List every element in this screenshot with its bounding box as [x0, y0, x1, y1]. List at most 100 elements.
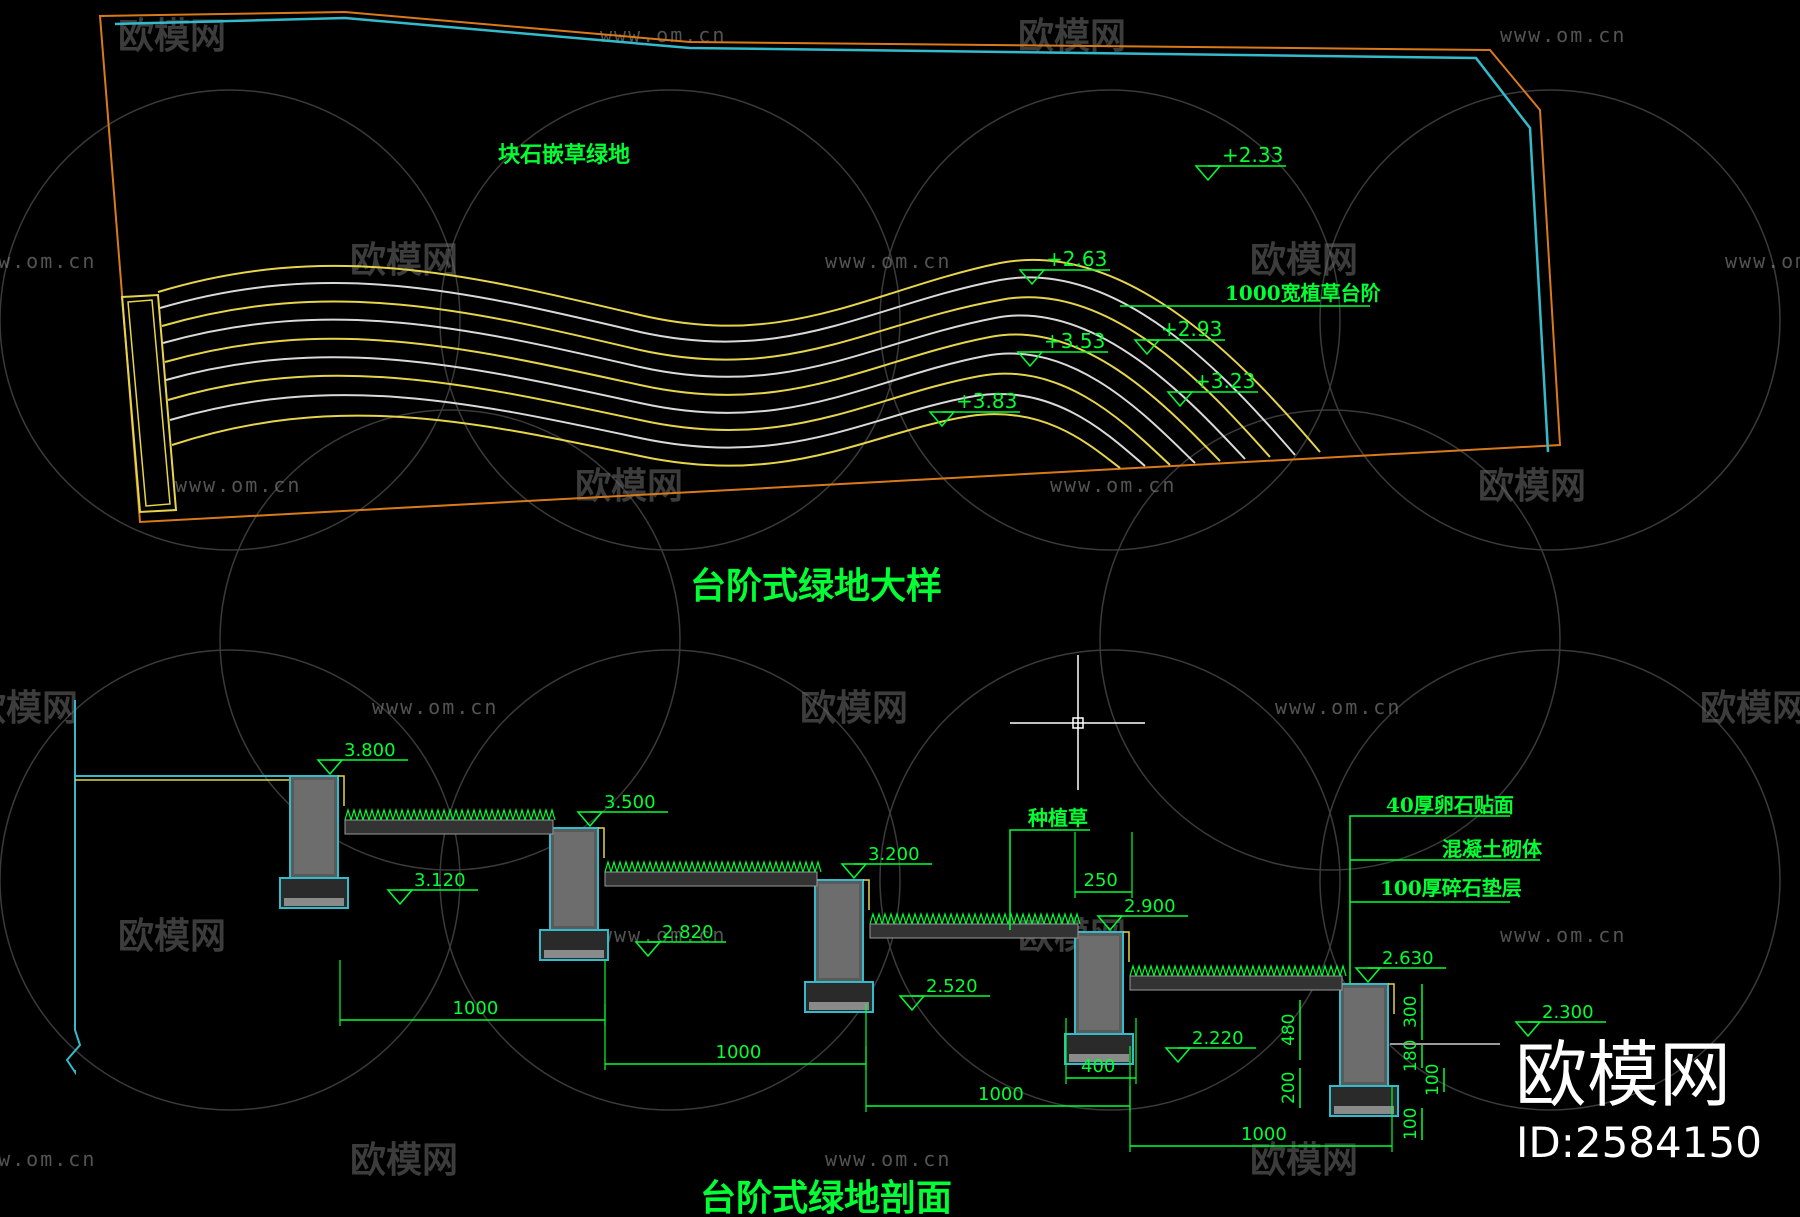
section-elevation-marker: 2.300 — [1514, 1002, 1606, 1038]
elevation-value: +3.83 — [956, 389, 1017, 413]
elevation-value: 2.820 — [662, 922, 714, 943]
grass-strip — [604, 859, 822, 887]
watermark-url-text: www.om.cn — [1050, 473, 1176, 497]
wall-gravel-bed — [1069, 1054, 1129, 1062]
plan-title: 台阶式绿地大样 — [690, 565, 942, 607]
retaining-wall — [1329, 983, 1399, 1117]
wall-infill — [1344, 988, 1384, 1082]
elevation-value: 2.520 — [926, 976, 978, 997]
retaining-wall — [804, 879, 874, 1013]
elevation-value: 2.630 — [1382, 948, 1434, 969]
dimension-horizontal: 1000 — [865, 1046, 1131, 1112]
section-leaders — [1009, 815, 1540, 985]
section-layer-label-3: 100厚碎石垫层 — [1380, 876, 1522, 900]
plan-elevation-marker: +2.93 — [1133, 317, 1225, 356]
section-elevation-marker: 2.900 — [1096, 896, 1188, 932]
dim-value: 100 — [1401, 1108, 1421, 1140]
dimension-vertical: 300 — [1401, 984, 1423, 1040]
soil-hatch — [869, 923, 1079, 939]
elevation-value: +3.53 — [1044, 329, 1105, 353]
section-layer-label-1: 40厚卵石贴面 — [1386, 793, 1514, 817]
section-walls — [279, 775, 1399, 1117]
brand-name: 欧模网 — [1515, 1033, 1731, 1117]
watermark-arcs — [0, 89, 1781, 1111]
section-title: 台阶式绿地剖面 — [700, 1177, 952, 1217]
watermark-url-text: www.om.cn — [0, 249, 96, 273]
plan-elevation-marker: +3.83 — [928, 389, 1020, 428]
grass-strip — [1129, 963, 1347, 991]
retaining-wall — [539, 827, 609, 961]
watermark-url-text: www.om.cn — [372, 695, 498, 719]
dimension-vertical: 180 — [1401, 1040, 1423, 1072]
section-elevation-marker: 2.220 — [1164, 1028, 1256, 1064]
elevation-value: +2.93 — [1161, 317, 1222, 341]
dimension-horizontal: 1000 — [604, 1004, 867, 1070]
watermark-logo-text: 欧模网 — [1250, 240, 1358, 281]
watermark-logo-text: 欧模网 — [350, 1140, 458, 1181]
wall-facing — [1123, 931, 1130, 962]
wall-facing — [338, 775, 345, 806]
elevation-triangle-icon — [316, 759, 344, 776]
dim-value: 250 — [1084, 870, 1118, 891]
watermark-url-text: www.om.cn — [1725, 249, 1800, 273]
plan-step-contours — [157, 258, 1321, 469]
plan-elevation-marker: +2.63 — [1018, 247, 1110, 286]
grass-blades — [869, 911, 1081, 925]
section-elevation-marker: 2.630 — [1354, 948, 1446, 984]
watermark-logo-text: 欧模网 — [118, 916, 226, 957]
dimension-horizontal: 1000 — [1129, 1086, 1393, 1152]
crosshair-cursor-icon — [1010, 655, 1145, 790]
dimension-vertical: 480 — [1279, 1000, 1301, 1060]
elevation-value: 3.500 — [604, 792, 656, 813]
soil-hatch — [604, 871, 818, 887]
dim-value: 400 — [1081, 1056, 1115, 1077]
plan-view: 块石嵌草绿地 1000宽植草台阶 +2.33+2.63+2.93+3.53+3.… — [98, 10, 1562, 607]
section-elevation-marker: 3.120 — [386, 870, 478, 906]
watermark-logo-text: 欧模网 — [800, 688, 908, 729]
elevation-triangle-icon — [1194, 165, 1222, 182]
dim-value: 1000 — [716, 1042, 762, 1063]
wall-gravel-bed — [809, 1002, 869, 1010]
grass-blades — [604, 859, 822, 873]
watermark-url-text: www.om.cn — [0, 1147, 96, 1171]
dimension-horizontal: 400 — [1065, 1018, 1137, 1084]
section-elevation-marker: 2.820 — [634, 922, 726, 958]
watermark-logo-text: 欧模网 — [1478, 466, 1586, 507]
brand-stamp: 欧模网 ID:2584150 — [1515, 1033, 1762, 1167]
wall-facing — [863, 879, 870, 910]
wall-facing — [1388, 983, 1395, 1014]
wall-gravel-bed — [544, 950, 604, 958]
watermark-url-text: www.om.cn — [1500, 23, 1626, 47]
watermark-logo-text: 欧模网 — [575, 466, 683, 507]
watermark-url-text: www.om.cn — [1275, 695, 1401, 719]
elevation-triangle-icon — [1354, 967, 1382, 984]
section-grass-label: 种植草 — [1027, 806, 1088, 830]
brand-id: ID:2584150 — [1516, 1118, 1762, 1167]
dim-value: 1000 — [453, 998, 499, 1019]
plan-area-label: 块石嵌草绿地 — [498, 142, 630, 168]
plan-boundary-cyan — [114, 16, 1550, 453]
elevation-value: +2.63 — [1046, 247, 1107, 271]
elevation-value: 2.900 — [1124, 896, 1176, 917]
dim-value: 1000 — [1241, 1124, 1287, 1145]
plan-edge-box-inner — [127, 299, 171, 507]
watermark-url-text: www.om.cn — [600, 923, 726, 947]
wall-infill — [554, 832, 594, 926]
dimension-horizontal: 1000 — [339, 960, 606, 1026]
grass-blades — [1129, 963, 1347, 977]
dim-value: 300 — [1401, 996, 1421, 1028]
section-elevation-marker: 3.800 — [316, 740, 408, 776]
plan-elevation-marker: +2.33 — [1194, 143, 1286, 182]
watermark-logo-text: 欧模网 — [1250, 1140, 1358, 1181]
plan-elevation-marker: +3.23 — [1166, 369, 1258, 408]
soil-hatch — [1129, 975, 1343, 991]
dimension-horizontal: 250 — [1074, 832, 1133, 898]
plan-elevation-marker: +3.53 — [1016, 329, 1108, 368]
watermark-url-text: www.om.cn — [1500, 923, 1626, 947]
section-grass-strips — [344, 807, 1347, 991]
section-elevation-marker: 3.200 — [840, 844, 932, 880]
watermark-logo-text: 欧模网 — [1700, 688, 1800, 729]
watermark-url: www.om.cn www.om.cn www.om.cn www.om.cn … — [0, 23, 1800, 1171]
